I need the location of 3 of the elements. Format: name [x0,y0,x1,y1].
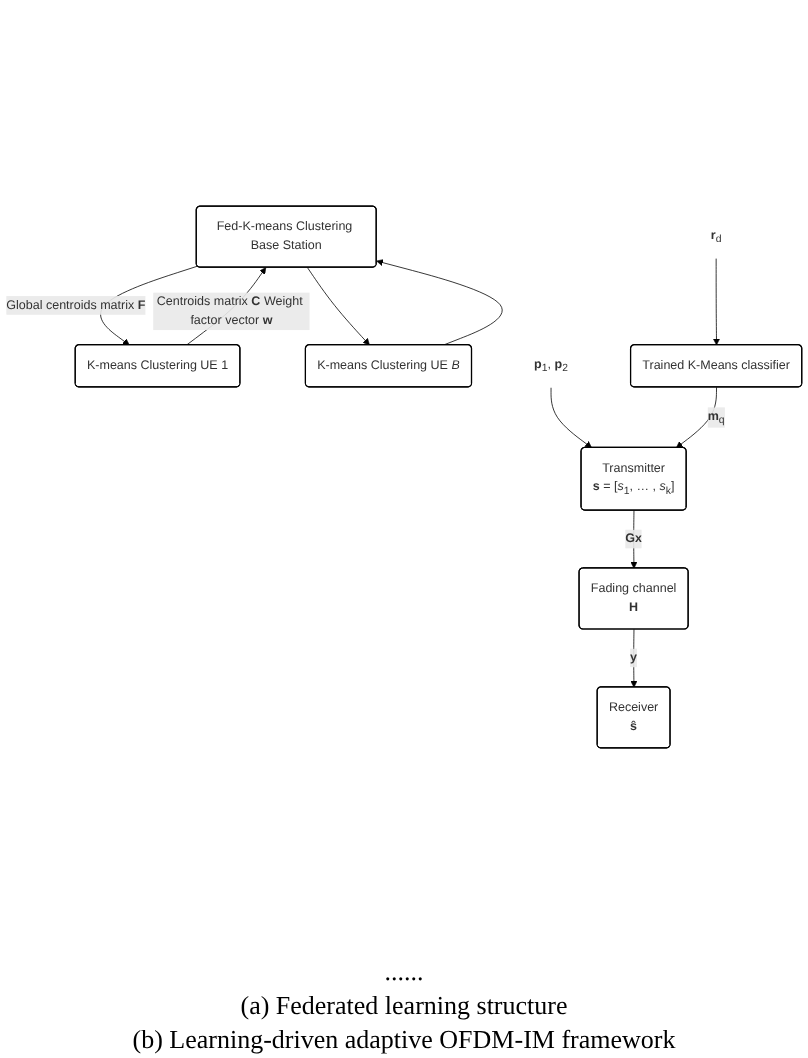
caption-text: (a) Federated learning structure [238,990,570,1022]
caption-text: (b) Learning-driven adaptive OFDM-IM framework [132,1024,676,1056]
caption-text: ...... [382,956,426,988]
